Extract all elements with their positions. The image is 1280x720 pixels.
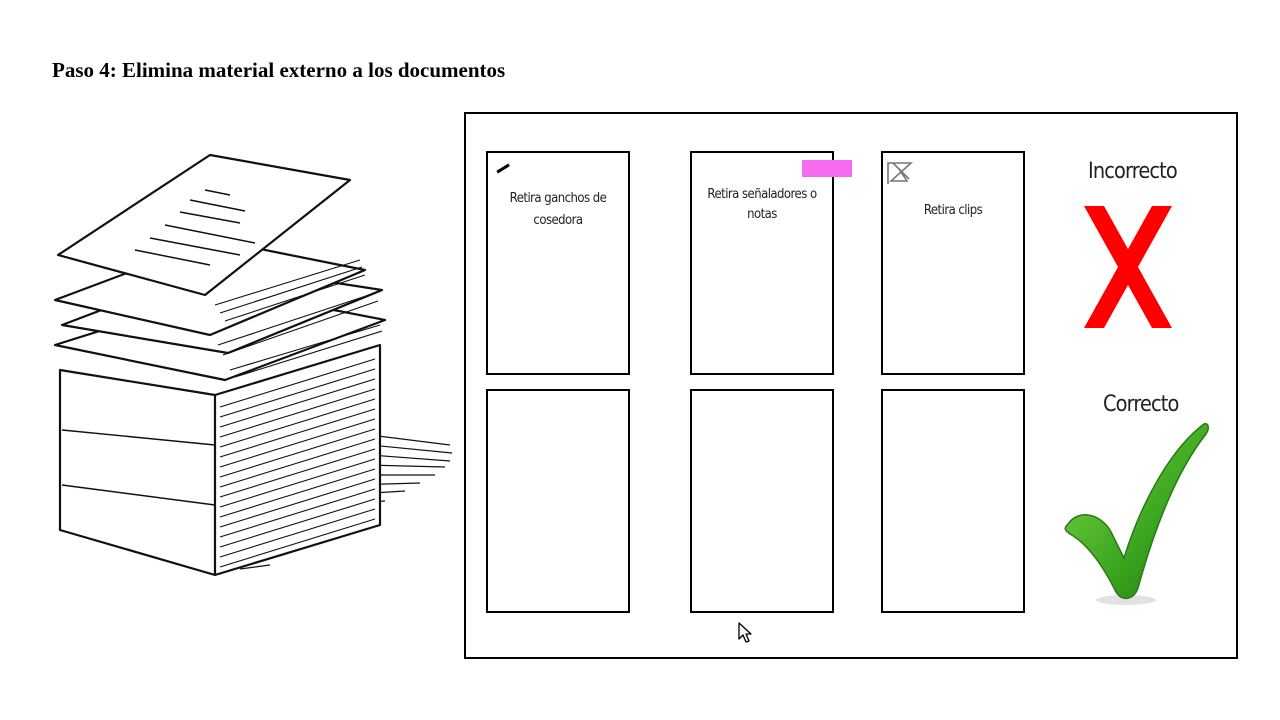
document-card-empty bbox=[486, 389, 630, 613]
card-text-line1: Retira clips bbox=[923, 203, 983, 218]
incorrect-label: Incorrecto bbox=[1088, 159, 1178, 184]
document-card-empty bbox=[881, 389, 1025, 613]
document-card-empty bbox=[690, 389, 834, 613]
slide-title: Paso 4: Elimina material externo a los d… bbox=[52, 58, 506, 82]
correct-label: Correcto bbox=[1103, 392, 1179, 417]
document-card-staples: Retira ganchos de cosedora bbox=[486, 151, 630, 375]
card-text-line2: cosedora bbox=[533, 213, 583, 228]
card-text-line2: notas bbox=[747, 207, 777, 222]
document-card-clips: Retira clips bbox=[881, 151, 1025, 375]
staple-icon bbox=[496, 163, 510, 174]
mouse-cursor-icon bbox=[738, 622, 752, 643]
paper-clip-icon bbox=[887, 162, 914, 184]
card-text-line1: Retira ganchos de bbox=[509, 191, 607, 206]
sticky-note-icon bbox=[802, 160, 852, 177]
card-text-line1: Retira señaladores o bbox=[707, 187, 817, 202]
document-card-notes: Retira señaladores o notas bbox=[690, 151, 852, 375]
document-board: Retira ganchos de cosedora Retira señala… bbox=[464, 112, 1238, 659]
paper-stack-illustration bbox=[53, 153, 453, 577]
correct-check-icon bbox=[1064, 422, 1209, 605]
incorrect-x-icon bbox=[1084, 206, 1172, 328]
